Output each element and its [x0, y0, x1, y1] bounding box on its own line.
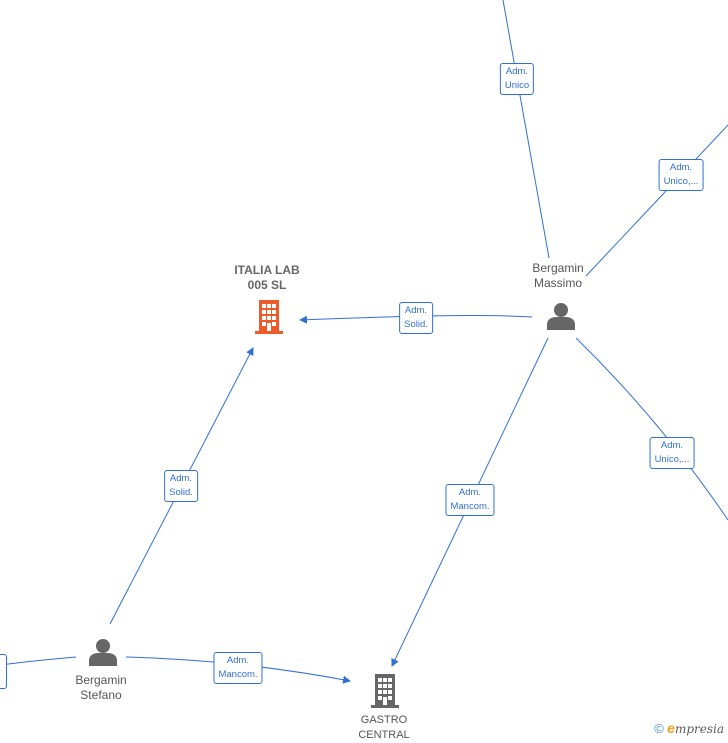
edge-label-stefano-italia[interactable]: Adm. Solid.: [164, 470, 198, 502]
bergamin-massimo-label-line1: Bergamin: [532, 261, 584, 275]
edge-label-stefano-gastro-line2: Mancom.: [218, 669, 258, 680]
copyright-symbol: ©: [654, 721, 664, 736]
edge-label-stefano-gastro[interactable]: Adm. Mancom.: [213, 652, 263, 684]
bergamin-stefano-label: Bergamin Stefano: [75, 673, 126, 703]
edge-label-right-lower-line2: Unico,...: [654, 454, 690, 465]
edge-label-right-lower-line1: Adm.: [660, 440, 684, 451]
gastro-central-building-icon[interactable]: [369, 674, 401, 713]
bergamin-stefano-person-icon[interactable]: [88, 638, 118, 671]
edge-label-top-right[interactable]: Adm. Unico,...: [658, 159, 704, 191]
brand-logo-initial: e: [667, 720, 675, 736]
bergamin-massimo-person-icon[interactable]: [546, 302, 576, 335]
gastro-central-label-line1: GASTRO: [360, 714, 408, 726]
edge-label-top[interactable]: Adm. Unico: [499, 63, 535, 95]
brand-logo-text: mpresia: [674, 722, 724, 736]
edge-top-to-massimo: [502, 0, 550, 259]
bergamin-stefano-label-line1: Bergamin: [75, 673, 127, 687]
edge-label-right-lower[interactable]: Adm. Unico,...: [649, 437, 695, 469]
edge-label-massimo-italia-line2: Solid.: [404, 319, 428, 330]
bergamin-massimo-label: Bergamin Massimo: [532, 261, 583, 291]
italia-lab-label-line1: ITALIA LAB: [234, 263, 300, 277]
brand-footer: © empresia: [654, 720, 724, 736]
edge-label-top-line1: Adm.: [505, 66, 529, 77]
edge-label-massimo-gastro[interactable]: Adm. Mancom.: [445, 484, 495, 516]
edge-topright-to-massimo: [585, 124, 728, 277]
italia-lab-label: ITALIA LAB 005 SL: [234, 263, 299, 293]
edge-label-left-partial[interactable]: [0, 654, 7, 689]
edge-massimo-to-italia-lab: [299, 315, 533, 324]
edge-label-top-right-line2: Unico,...: [663, 176, 699, 187]
edge-label-massimo-italia[interactable]: Adm. Solid.: [399, 302, 433, 334]
edge-label-massimo-gastro-line1: Adm.: [458, 487, 482, 498]
edge-label-massimo-gastro-line2: Mancom.: [450, 501, 490, 512]
edge-label-stefano-gastro-line1: Adm.: [226, 655, 250, 666]
edge-label-stefano-italia-line2: Solid.: [169, 487, 193, 498]
gastro-central-label: GASTRO CENTRAL: [358, 713, 409, 743]
edge-massimo-to-lower-right: [575, 337, 728, 521]
edge-label-top-line2: Unico: [504, 80, 530, 91]
gastro-central-label-line2: CENTRAL: [358, 729, 410, 741]
edge-label-massimo-italia-line1: Adm.: [404, 305, 428, 316]
bergamin-massimo-label-line2: Massimo: [533, 276, 583, 290]
italia-lab-building-icon[interactable]: [253, 300, 285, 339]
bergamin-stefano-label-line2: Stefano: [80, 688, 122, 702]
edge-label-top-right-line1: Adm.: [669, 162, 693, 173]
edge-label-stefano-italia-line1: Adm.: [169, 473, 193, 484]
edge-left-to-stefano: [0, 656, 77, 666]
italia-lab-label-line2: 005 SL: [247, 278, 287, 292]
